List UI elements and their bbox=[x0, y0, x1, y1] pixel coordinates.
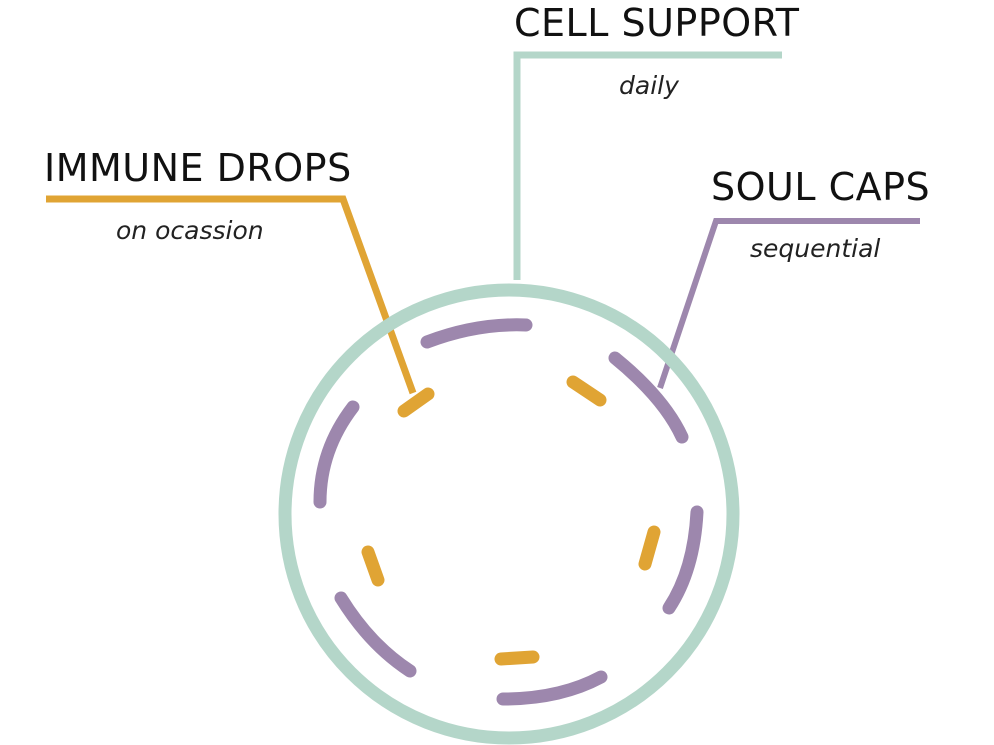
immune-drops-frequency: on ocassion bbox=[116, 216, 264, 245]
soul-cap-arc bbox=[313, 400, 360, 509]
immune-drop-dash bbox=[638, 525, 661, 571]
soul-caps-leader-line bbox=[657, 218, 920, 389]
immune-drop-dash bbox=[566, 375, 607, 407]
cell-support-leader-line bbox=[513, 51, 782, 280]
soul-cap-arc bbox=[420, 318, 533, 349]
soul-caps-title: SOUL CAPS bbox=[711, 165, 931, 209]
immune-drop-dash bbox=[361, 545, 385, 587]
immune-drops-title: IMMUNE DROPS bbox=[44, 146, 352, 190]
immune-drops-dashes bbox=[361, 375, 661, 666]
immune-drop-dash bbox=[494, 650, 540, 666]
soul-cap-arc bbox=[496, 670, 608, 706]
cell-support-title: CELL SUPPORT bbox=[514, 1, 800, 45]
soul-cap-arc bbox=[608, 351, 689, 444]
soul-caps-frequency: sequential bbox=[750, 234, 881, 263]
soul-cap-arc bbox=[334, 591, 417, 678]
immune-drop-dash bbox=[397, 387, 435, 418]
soul-cap-arc bbox=[662, 505, 704, 615]
cell-ring bbox=[278, 283, 740, 745]
cell-support-frequency: daily bbox=[619, 71, 679, 100]
soul-caps-arcs bbox=[313, 318, 704, 706]
